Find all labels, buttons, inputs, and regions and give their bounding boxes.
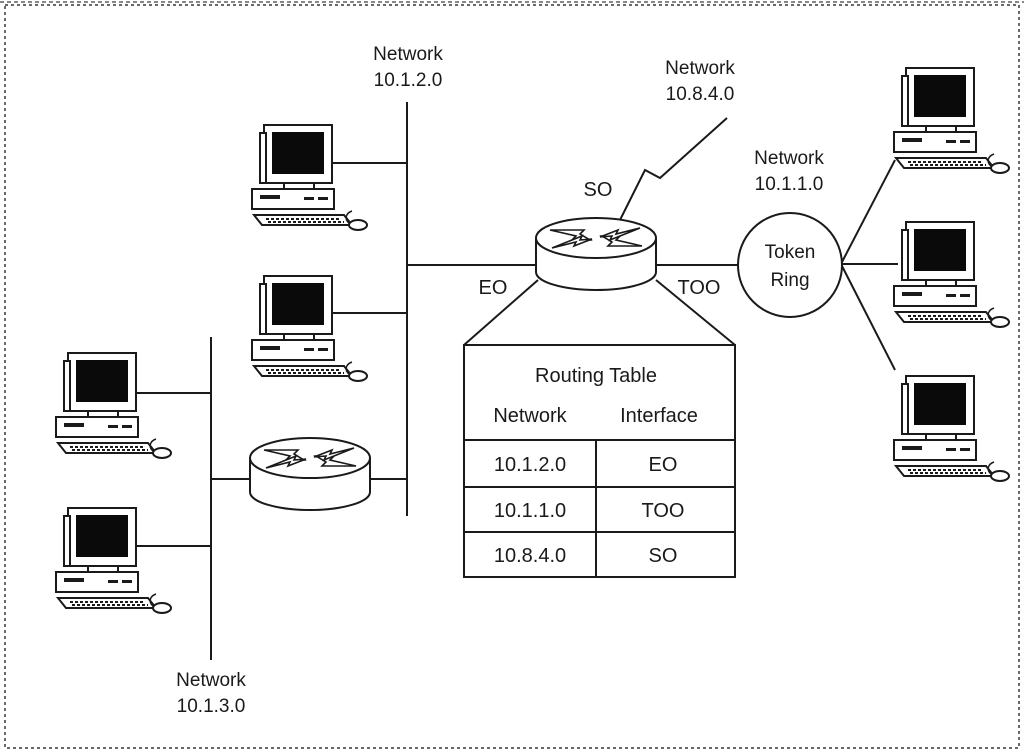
router-icon bbox=[249, 437, 371, 511]
routing-table-title: Routing Table bbox=[535, 365, 657, 387]
network-label: Network bbox=[373, 44, 443, 65]
routing-table-header-network: Network bbox=[493, 405, 567, 427]
computer-icon bbox=[893, 221, 1010, 328]
computer-icon bbox=[893, 375, 1010, 482]
computer-icon bbox=[251, 124, 368, 231]
routing-table-header-interface: Interface bbox=[620, 405, 698, 427]
computer-icon bbox=[893, 67, 1010, 174]
routing-table-cell: EO bbox=[649, 454, 678, 476]
network-label: Network bbox=[754, 148, 824, 169]
token-ring-node bbox=[737, 212, 843, 318]
token-ring-label: Ring bbox=[770, 270, 809, 291]
routing-table-cell: TOO bbox=[642, 500, 685, 522]
interface-label-t00: TOO bbox=[678, 277, 721, 299]
routing-table-cell: 10.1.2.0 bbox=[494, 454, 566, 476]
router-icon bbox=[535, 217, 657, 291]
network-label: Network bbox=[176, 670, 246, 691]
interface-label-e0: EO bbox=[479, 277, 508, 299]
routing-table: Routing Table Network Interface 10.1.2.0… bbox=[463, 344, 736, 578]
computer-icon bbox=[251, 275, 368, 382]
network-address: 10.1.3.0 bbox=[177, 696, 246, 717]
network-address: 10.8.4.0 bbox=[666, 84, 735, 105]
routing-table-cell: 10.8.4.0 bbox=[494, 545, 566, 567]
interface-label-s0: SO bbox=[584, 179, 613, 201]
network-address: 10.1.1.0 bbox=[755, 174, 824, 195]
network-address: 10.1.2.0 bbox=[374, 70, 443, 91]
routing-table-cell: SO bbox=[649, 545, 678, 567]
network-label: Network bbox=[665, 58, 735, 79]
token-ring-label: Token bbox=[765, 242, 816, 263]
computer-icon bbox=[55, 352, 172, 459]
computer-icon bbox=[55, 507, 172, 614]
routing-table-cell: 10.1.1.0 bbox=[494, 500, 566, 522]
